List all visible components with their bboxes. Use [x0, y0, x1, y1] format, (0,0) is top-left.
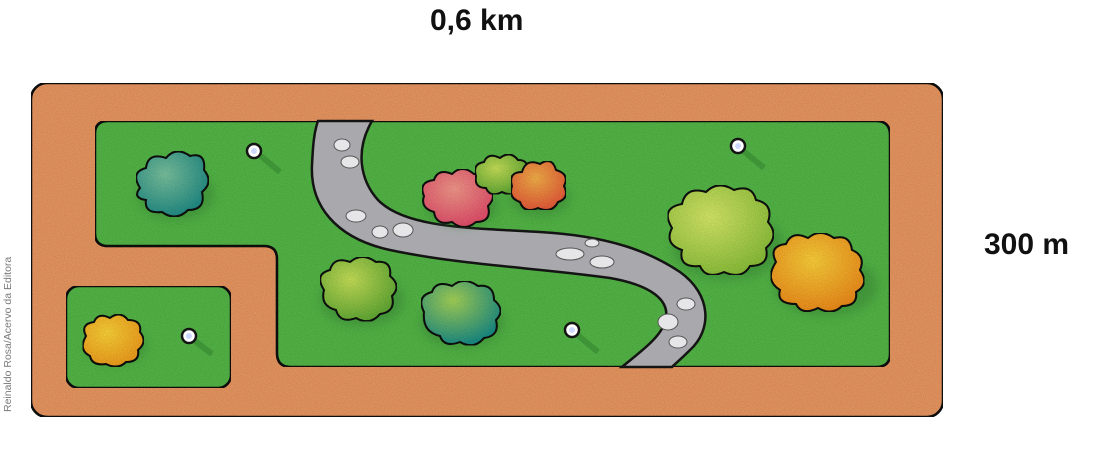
lamp-post-1 [245, 142, 282, 175]
height-dimension-label: 300 m [984, 228, 1070, 261]
path-stones [333, 138, 696, 349]
lamp-post-3 [563, 321, 600, 355]
bush-red-center [421, 168, 498, 228]
bush-teal-top-left [135, 150, 214, 220]
width-dimension-label: 0,6 km [430, 4, 524, 37]
lamp-post-4 [180, 327, 214, 357]
bush-lime-right [666, 184, 784, 280]
bush-orange-right [769, 232, 878, 316]
bush-tealgreen-center [420, 280, 504, 348]
bush-redorange-center [510, 160, 570, 216]
lamp-post-2 [729, 137, 766, 171]
bush-yellow-small [81, 313, 146, 368]
bush-lime-left [319, 256, 404, 326]
